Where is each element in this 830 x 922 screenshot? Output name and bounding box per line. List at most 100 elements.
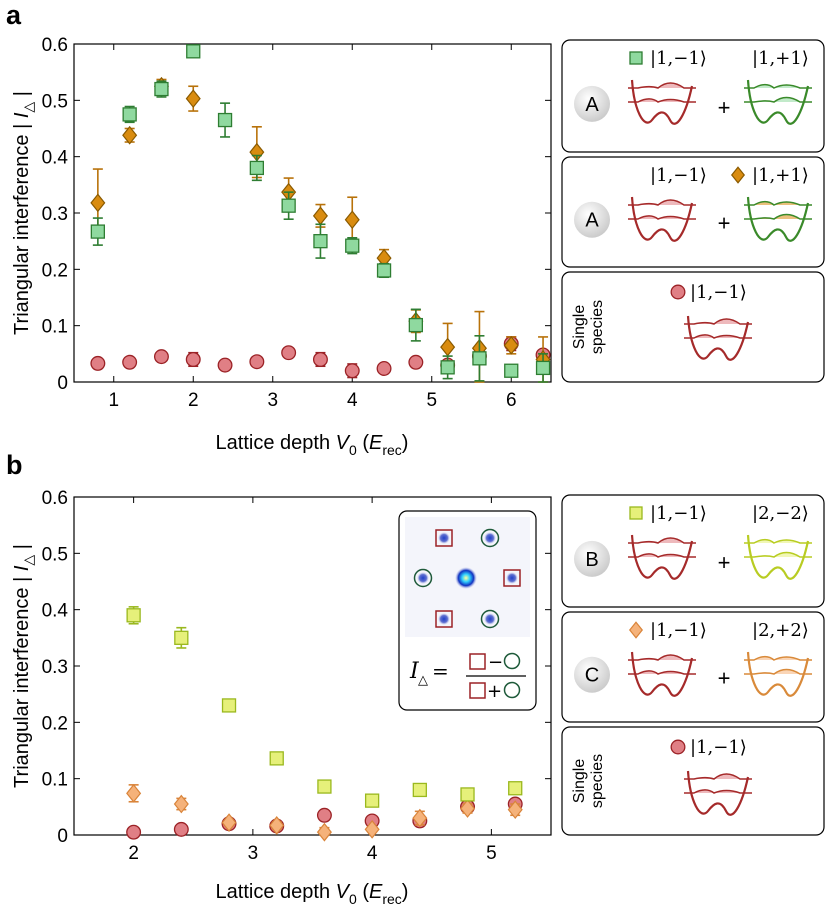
panel-letter-a: a [6, 0, 22, 30]
level-distribution [684, 773, 752, 780]
data-point-diamond-peach [364, 819, 380, 839]
side-box-frame [561, 726, 825, 836]
level-distribution [744, 213, 812, 220]
level-distribution [744, 668, 812, 675]
data-point-square-green [249, 160, 265, 176]
y-tick-label: 0.1 [42, 770, 68, 791]
circle-marker-icon [480, 528, 500, 548]
legend-marker [629, 506, 643, 520]
svg-text:=: = [432, 659, 449, 683]
legend-marker [670, 739, 686, 755]
data-point-circle-red [312, 351, 328, 367]
data-point-square-lime [269, 751, 284, 766]
double-well-potential [746, 196, 810, 242]
x-axis-label-a: Lattice depth V0 (Erec) [216, 432, 409, 458]
inset-image-box: I △ = − + [398, 510, 537, 711]
data-point-diamond-orange [90, 193, 106, 213]
data-point-square-green [472, 351, 487, 366]
double-well-potential [686, 315, 750, 361]
square-marker-icon [503, 569, 521, 587]
y-tick-label: 0.4 [42, 601, 69, 622]
y-tick-label: 0.5 [42, 91, 68, 112]
data-point-square-green [154, 81, 169, 97]
state-label-1: |1,−1⟩ [650, 48, 707, 69]
data-point-diamond-orange [344, 210, 360, 230]
plot-a-marks [90, 44, 551, 383]
data-point-diamond-peach [459, 799, 476, 818]
data-point-square-lime [317, 779, 332, 794]
x-tick-label: 3 [267, 390, 278, 411]
plus-sign: + [718, 550, 731, 575]
side-box: C|1,−1⟩|2,+2⟩+ [561, 611, 825, 723]
data-point-diamond-peach [173, 794, 189, 814]
state-label-1: |1,−1⟩ [690, 737, 747, 758]
square-marker-icon [435, 610, 453, 628]
x-tick-label: 5 [426, 390, 437, 411]
x-tick-label: 4 [367, 843, 378, 864]
double-well-potential [630, 534, 694, 580]
plus-sign: + [718, 211, 731, 236]
diffraction-spot [417, 572, 429, 584]
legend-marker [629, 51, 643, 65]
y-tick-label: 0.2 [42, 713, 68, 734]
species-badge [574, 540, 610, 577]
x-tick-label: 5 [486, 843, 497, 864]
data-point-square-green [122, 107, 137, 122]
state-label-2: |2,−2⟩ [752, 503, 809, 524]
double-well-potential [746, 651, 810, 697]
data-point-diamond-orange [185, 89, 201, 109]
data-point-square-green [440, 360, 455, 375]
double-well-potential [630, 651, 694, 697]
svg-text:+: + [487, 681, 502, 702]
data-point-circle-red [217, 357, 233, 373]
double-well-potential [746, 534, 810, 580]
plus-sign: + [718, 666, 731, 691]
data-point-diamond-orange [440, 337, 456, 357]
data-point-square-green [408, 317, 424, 333]
inset-formula: I △ = − + [409, 652, 526, 702]
panel-letter-b: b [6, 450, 23, 480]
data-point-circle-red [153, 349, 169, 365]
svg-text:−: − [488, 652, 503, 673]
side-box: B|1,−1⟩|2,−2⟩+ [561, 494, 825, 608]
diffraction-spot [484, 532, 496, 544]
level-distribution [684, 318, 752, 325]
data-point-circle-red [376, 361, 392, 376]
species-badge-label: C [585, 665, 599, 687]
data-point-diamond-orange [312, 206, 328, 226]
y-tick-label: 0.2 [42, 260, 68, 281]
data-point-square-lime [412, 782, 427, 798]
level-distribution [628, 215, 696, 220]
species-badge-label: A [585, 94, 599, 116]
level-distribution [684, 334, 752, 339]
data-point-circle-red [126, 824, 142, 840]
y-tick-label: 0 [57, 826, 68, 847]
level-distribution [628, 670, 696, 675]
data-point-square-lime [508, 781, 523, 796]
state-label-1: |1,−1⟩ [650, 503, 707, 524]
data-point-square-lime [460, 787, 475, 802]
data-point-diamond-peach [316, 822, 332, 842]
double-well-potential [630, 79, 694, 125]
y-tick-label: 0.1 [42, 317, 68, 338]
state-label-2: |1,+1⟩ [752, 165, 809, 186]
double-well-potential [630, 196, 694, 242]
data-point-circle-red [281, 345, 297, 361]
level-distribution [628, 553, 696, 558]
y-tick-label: 0 [57, 373, 68, 394]
data-point-circle-red [249, 354, 265, 370]
level-distribution [744, 200, 812, 206]
data-point-square-green [217, 112, 233, 128]
y-tick-label: 0.4 [42, 148, 69, 169]
data-point-circle-red [173, 821, 189, 837]
side-box-frame [561, 611, 825, 723]
data-point-circle-red [316, 807, 332, 823]
state-label-2: |2,+2⟩ [752, 620, 809, 641]
x-tick-label: 2 [128, 843, 139, 864]
data-point-diamond-peach [126, 783, 142, 803]
